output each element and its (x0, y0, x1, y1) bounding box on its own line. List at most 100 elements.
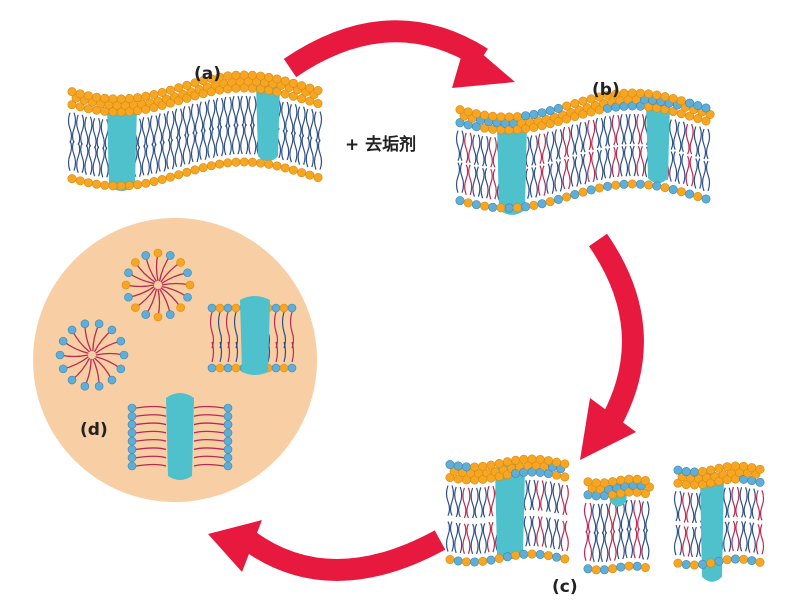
detergent-head (693, 101, 703, 111)
lipid-head (272, 161, 282, 171)
lipid-head (67, 174, 77, 184)
detergent-head (553, 103, 563, 113)
lipid-head (288, 91, 298, 101)
lipid-head (165, 85, 175, 95)
lipid-tail (88, 116, 93, 147)
lipid-tail (603, 148, 608, 179)
lipid-tail (731, 520, 736, 552)
lipid-head (75, 89, 85, 99)
lipid-tail (76, 114, 81, 146)
detergent-head (535, 549, 545, 559)
label-a: (a) (194, 64, 222, 84)
detergent-head (673, 465, 683, 475)
lipid-tail (317, 111, 323, 142)
lipid-tail (587, 502, 593, 534)
lipid-tail (620, 500, 625, 532)
protein-detergent-complex-bottom (127, 393, 233, 480)
lipid-tail (739, 521, 744, 552)
lipid-tail (285, 101, 290, 133)
lipid-tail (472, 166, 477, 197)
detergent-tail (193, 422, 225, 426)
lipid-tail (628, 527, 634, 559)
lipid-tail (701, 160, 707, 192)
lipid-head (722, 462, 732, 472)
lipid-tail (619, 146, 625, 177)
lipid-tail (574, 156, 579, 187)
lipid-tail (137, 118, 142, 149)
lipid-tail (301, 134, 306, 165)
lipid-head (215, 159, 225, 169)
lipid-head (562, 192, 572, 202)
lipid-head (545, 197, 555, 207)
lipid-head (627, 88, 637, 98)
detergent-tail (135, 463, 167, 467)
detergent-head (652, 181, 662, 191)
lipid-tail (529, 167, 534, 198)
lipid-head (190, 165, 200, 175)
detergent-tail (135, 447, 167, 451)
lipid-head (640, 476, 650, 486)
membrane-protein (646, 97, 670, 184)
lipid-tail (591, 119, 596, 151)
lipid-tail (677, 524, 683, 556)
lipid-head (215, 363, 225, 373)
lipid-tail (681, 153, 686, 184)
lipid-head (496, 203, 506, 213)
detergent-head (127, 428, 137, 438)
lipid-tail (182, 134, 187, 165)
detergent-head (455, 196, 465, 206)
lipid-tail (223, 124, 228, 156)
lipid-tail (145, 117, 150, 148)
lipid-tail (544, 481, 549, 512)
detergent-head (685, 98, 695, 108)
lipid-tail (541, 165, 547, 196)
lipid-head (83, 178, 93, 188)
lipid-tail (149, 115, 155, 146)
micelle-top (121, 248, 195, 322)
detergent-head (730, 554, 740, 564)
lipid-tail (162, 113, 167, 144)
lipid-tail (174, 108, 179, 140)
lipid-head (174, 83, 184, 93)
mixed-micelles-d (55, 248, 297, 480)
lipid-head (706, 465, 716, 475)
detergent-tail (135, 414, 167, 417)
lipid-tail (211, 127, 216, 158)
detergent-tail (193, 405, 225, 409)
detergent-head (698, 559, 708, 569)
lipid-head (67, 87, 77, 97)
lipid-tail (669, 119, 674, 150)
detergent-head (701, 194, 711, 204)
lipid-tail (731, 486, 736, 518)
lipid-head (471, 109, 481, 119)
detergent-head (486, 555, 496, 565)
detergent-head (681, 560, 691, 570)
lipid-head (640, 563, 650, 573)
lipid-tail (153, 115, 159, 146)
lipid-head (543, 551, 553, 561)
lipid-tail (541, 133, 547, 164)
lipid-tail (480, 135, 485, 167)
lipid-head (660, 183, 670, 193)
lipid-tail (166, 110, 171, 142)
detergent-head (94, 381, 104, 391)
lipid-head (591, 478, 601, 488)
lipid-tail (611, 146, 616, 178)
lipid-tail (293, 131, 298, 163)
lipid-head (519, 454, 529, 464)
lipid-tail (633, 500, 638, 531)
detergent-head (445, 460, 455, 470)
membrane-protein (166, 393, 194, 480)
lipid-tail (608, 502, 613, 533)
lipid-tail (478, 487, 483, 518)
lipid-tail (492, 168, 497, 200)
lipid-tail (313, 111, 319, 142)
lipid-tail (227, 124, 232, 156)
lipid-tail (603, 116, 608, 147)
detergent-head (223, 363, 233, 373)
lipid-head (705, 109, 715, 119)
detergent-head (619, 179, 629, 189)
lipid-tail (619, 114, 625, 145)
detergent-head (271, 303, 281, 313)
lipid-tail (76, 142, 81, 174)
